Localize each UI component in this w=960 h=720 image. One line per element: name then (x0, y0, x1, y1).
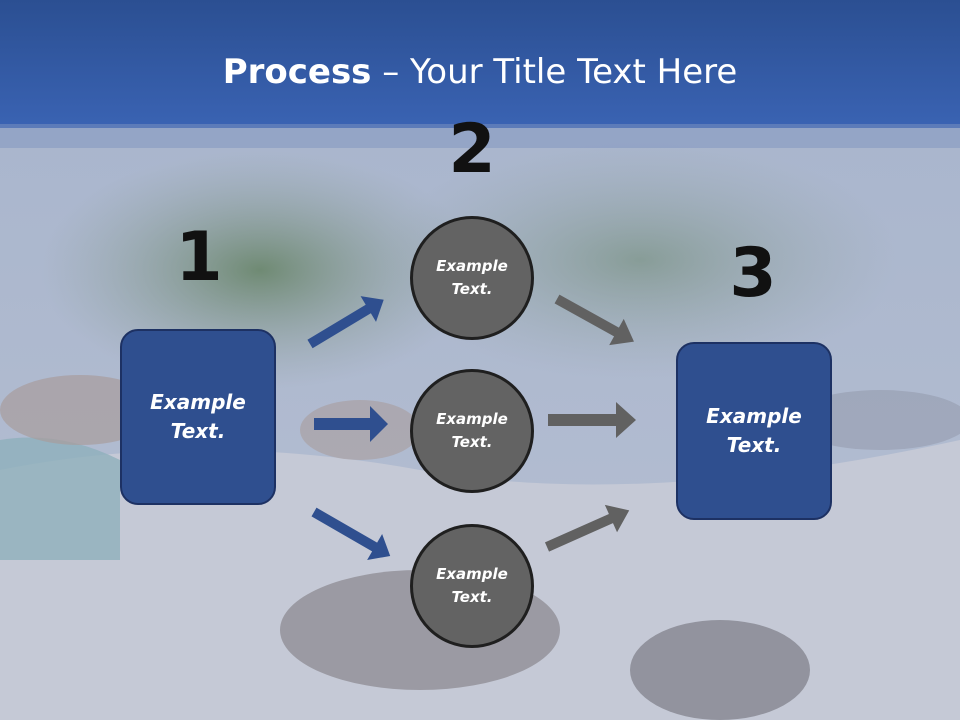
circle-bottom-line2: Text. (451, 588, 493, 606)
step-number-2: 2 (448, 110, 496, 189)
title-rest: – Your Title Text Here (371, 52, 738, 92)
arrow-right-icon (554, 294, 634, 346)
blue-arrows (307, 296, 391, 560)
arrow-right-icon (311, 507, 391, 560)
right-box-line2: Text. (726, 433, 782, 457)
arrow-right-icon (548, 402, 636, 438)
right-box-line1: Example (706, 404, 802, 428)
circle-center-line1: Example (436, 410, 508, 428)
gray-arrows (544, 294, 636, 552)
arrow-right-icon (544, 504, 630, 552)
left-box-line2: Text. (170, 419, 226, 443)
arrow-right-icon (307, 296, 384, 349)
arrow-right-icon (314, 406, 388, 442)
title-bold: Process (222, 52, 372, 92)
slide-title: Process – Your Title Text Here (0, 52, 960, 92)
step-number-3: 3 (729, 234, 777, 313)
circle-top-line1: Example (436, 257, 508, 275)
circle-center-line2: Text. (451, 433, 493, 451)
left-box-line1: Example (150, 390, 246, 414)
circle-top-line2: Text. (451, 280, 493, 298)
circle-bottom-line1: Example (436, 565, 508, 583)
step-number-1: 1 (175, 218, 223, 297)
